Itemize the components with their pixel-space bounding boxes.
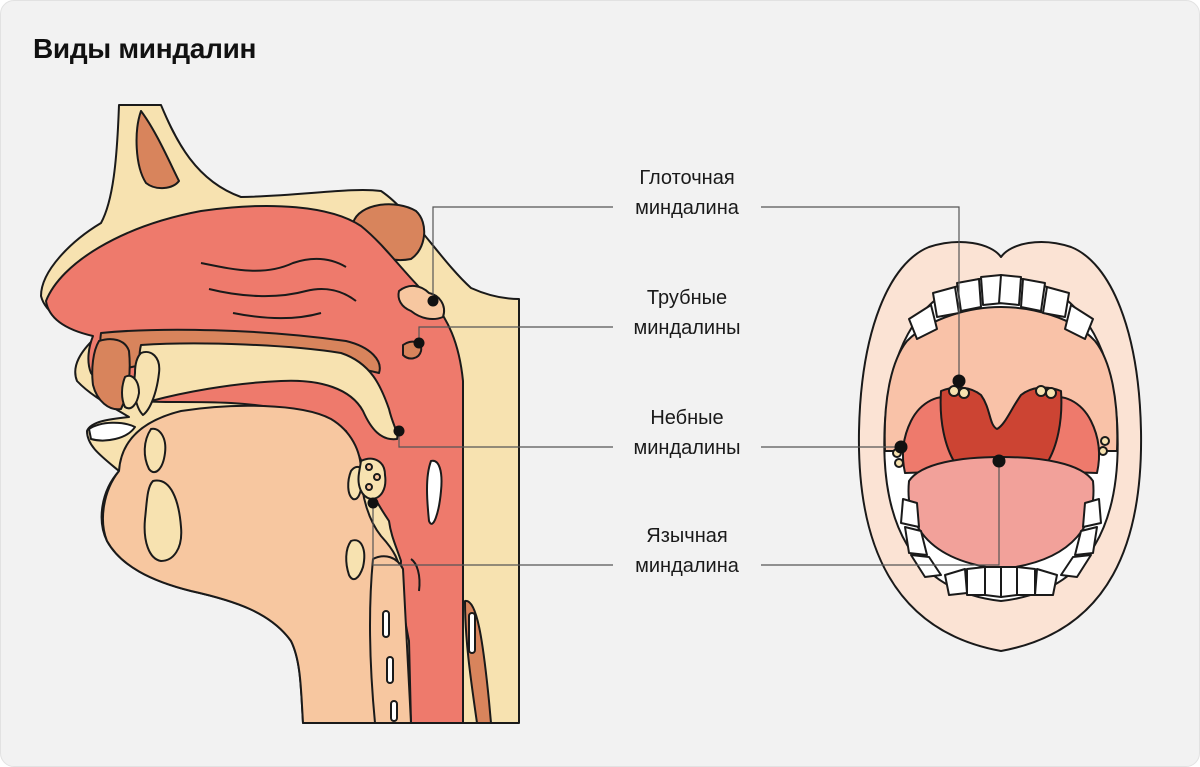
- lower-lip: [88, 421, 136, 442]
- frontal-bone: [135, 110, 180, 189]
- marker-dots: [367, 295, 1006, 509]
- cervical-vertebra: [345, 539, 366, 581]
- leader-lingual-right: [761, 461, 1000, 566]
- label-lingual-line2: миндалина: [635, 555, 740, 577]
- upper-teeth: [908, 274, 1094, 340]
- leader-pharyngeal: [432, 206, 613, 301]
- upper-incisor: [133, 351, 161, 416]
- nasal-concha-line-1: [200, 257, 347, 272]
- dot-palatine: [393, 425, 405, 437]
- label-tubal-line1: Трубные: [647, 287, 727, 309]
- trachea-ring-2: [386, 656, 394, 684]
- lingual-follicle-3: [365, 483, 373, 491]
- trachea: [368, 555, 412, 724]
- trachea-ring-1: [382, 610, 390, 638]
- hyoid-line: [410, 558, 421, 592]
- lingual-follicle-2: [373, 473, 381, 481]
- dot-palatine-front: [894, 440, 908, 454]
- mandible-bone: [143, 479, 183, 562]
- soft-palate: [138, 342, 399, 441]
- esophagus-stripe: [468, 612, 476, 654]
- dot-tubal: [413, 337, 425, 349]
- leader-lingual: [372, 503, 613, 566]
- label-tubal-line2: миндалины: [633, 317, 740, 339]
- dot-pharyngeal: [427, 295, 439, 307]
- mouth-front-view: [857, 241, 1143, 652]
- label-palatine-line1: Небные: [650, 407, 723, 429]
- lingual-tonsil-tissue: [357, 457, 387, 500]
- palatine-tonsil-clusters: [892, 436, 1110, 468]
- head-section: [40, 104, 520, 724]
- front-tongue: [907, 456, 1095, 570]
- pharyngeal-tonsil-clusters: [948, 385, 1057, 399]
- lingual-follicle-1: [365, 463, 373, 471]
- labels: Глоточная миндалина Трубные миндалины Не…: [633, 167, 740, 577]
- leader-pharyngeal-right: [761, 206, 960, 381]
- trachea-ring-3: [390, 700, 398, 722]
- dot-lingual: [367, 497, 379, 509]
- nasal-concha-line-2: [208, 288, 357, 302]
- lower-teeth: [900, 498, 1102, 598]
- label-lingual-line1: Язычная: [646, 525, 727, 547]
- larynx-wall: [426, 459, 443, 525]
- label-palatine-line2: миндалины: [633, 437, 740, 459]
- label-pharyngeal-line2: миндалина: [635, 197, 740, 219]
- dot-pharyngeal-front: [952, 374, 966, 388]
- upper-incisor-2: [121, 374, 140, 410]
- lower-incisor: [143, 427, 167, 474]
- page-title: Виды миндалин: [33, 33, 257, 64]
- upper-lip: [91, 338, 131, 411]
- label-pharyngeal-line1: Глоточная: [639, 167, 734, 189]
- dot-lingual-front: [992, 454, 1006, 468]
- nasal-concha-line-3: [232, 312, 322, 320]
